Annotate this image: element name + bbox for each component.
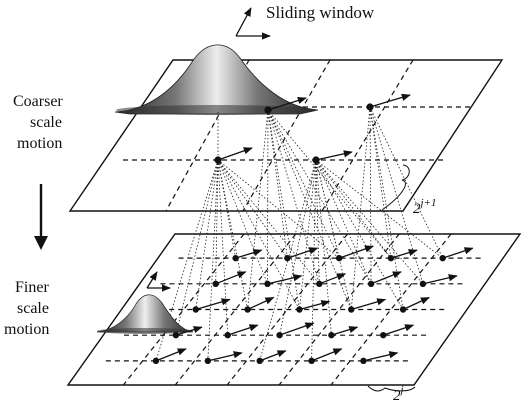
sliding-window-label: Sliding window (266, 3, 375, 22)
coarse-scale-label: 2j+1 (413, 197, 436, 217)
fine-motion-vector (267, 274, 303, 285)
fine-motion-vector (175, 326, 203, 336)
projection-line (350, 106, 371, 310)
coarser-label-line-3: motion (17, 135, 62, 152)
fine-window-axes-icon (146, 271, 171, 292)
fine-motion-vector (311, 348, 343, 362)
fine-motion-vector (422, 274, 458, 285)
fine-scale-brace (367, 385, 416, 392)
fine-motion-vector (370, 271, 402, 285)
fine-motion-vector (235, 249, 263, 259)
fine-motion-vector (155, 348, 187, 362)
coarser-label-line-2: scale (30, 114, 62, 131)
projection-line (267, 109, 352, 310)
fine-motion-vector (383, 324, 415, 336)
fine-motion-vector (215, 271, 247, 285)
fine-motion-vector (338, 245, 375, 259)
projection-line (267, 109, 340, 259)
fine-motion-vector (279, 322, 315, 336)
fine-motion-vector (390, 249, 418, 259)
projection-line (315, 159, 372, 284)
projection-line (369, 106, 372, 284)
projection-line (217, 159, 237, 259)
projection-line (195, 159, 219, 310)
fine-node (256, 357, 263, 365)
fine-motion-vector (259, 350, 287, 362)
projection-line (217, 159, 229, 336)
coarse-motion-vector (315, 150, 353, 161)
fine-motion-vector (247, 296, 275, 311)
fine-scale-label: 2j (393, 384, 404, 402)
fine-node (308, 357, 315, 365)
projection-line (315, 159, 392, 259)
coarse-scale-brace (381, 164, 410, 211)
projection-line (315, 159, 332, 336)
coarse-motion-vector (217, 147, 253, 161)
fine-motion-vector (442, 247, 474, 259)
finer-label-line-1: Finer (15, 279, 49, 296)
fine-motion-vectors (152, 245, 474, 365)
finer-label-line-2: scale (17, 300, 49, 317)
projection-line (267, 109, 288, 259)
fine-motion-vector (207, 351, 243, 362)
fine-motion-vector (319, 273, 347, 285)
coarse-motion-vector (369, 93, 411, 108)
projection-line (217, 159, 288, 259)
projection-line (217, 159, 320, 285)
projection-line (217, 159, 300, 310)
fine-node (399, 306, 407, 313)
fine-plane (66, 233, 521, 386)
projection-line (315, 159, 443, 259)
coarse-plane (68, 59, 504, 212)
projection-line (267, 109, 392, 259)
coarser-label-line-1: Coarser (13, 93, 63, 110)
fine-motion-vector (227, 324, 259, 336)
projection-line (369, 106, 392, 259)
projection-line (267, 109, 320, 284)
fine-motion-vector (351, 298, 387, 311)
down-arrow-icon (34, 184, 48, 250)
fine-motion-vector (287, 247, 319, 259)
projection-line (217, 159, 268, 284)
coarse-motion-vector (267, 96, 307, 111)
sliding-window-axes-icon (235, 7, 271, 40)
fine-node (439, 254, 446, 262)
fine-motion-vector (402, 296, 430, 311)
projection-line (217, 159, 248, 310)
coarse-motion-vectors (214, 93, 411, 164)
projection-line (217, 159, 340, 259)
finer-label-line-3: motion (4, 321, 49, 338)
projection-line (267, 109, 372, 285)
fine-motion-vector (195, 298, 231, 311)
fine-node (328, 331, 335, 339)
fine-motion-vector (299, 300, 331, 311)
projection-line (267, 109, 269, 284)
projection-line (369, 106, 404, 310)
projection-line (315, 159, 424, 285)
fine-gaussian-window-icon (96, 294, 194, 334)
projection-line (369, 106, 424, 284)
fine-grid (105, 233, 483, 386)
projection-line (315, 159, 404, 310)
fine-motion-vector (331, 326, 359, 336)
fine-motion-vector (363, 351, 399, 362)
fine-node (387, 254, 395, 262)
projection-line (315, 159, 352, 310)
projection-line (299, 159, 317, 310)
